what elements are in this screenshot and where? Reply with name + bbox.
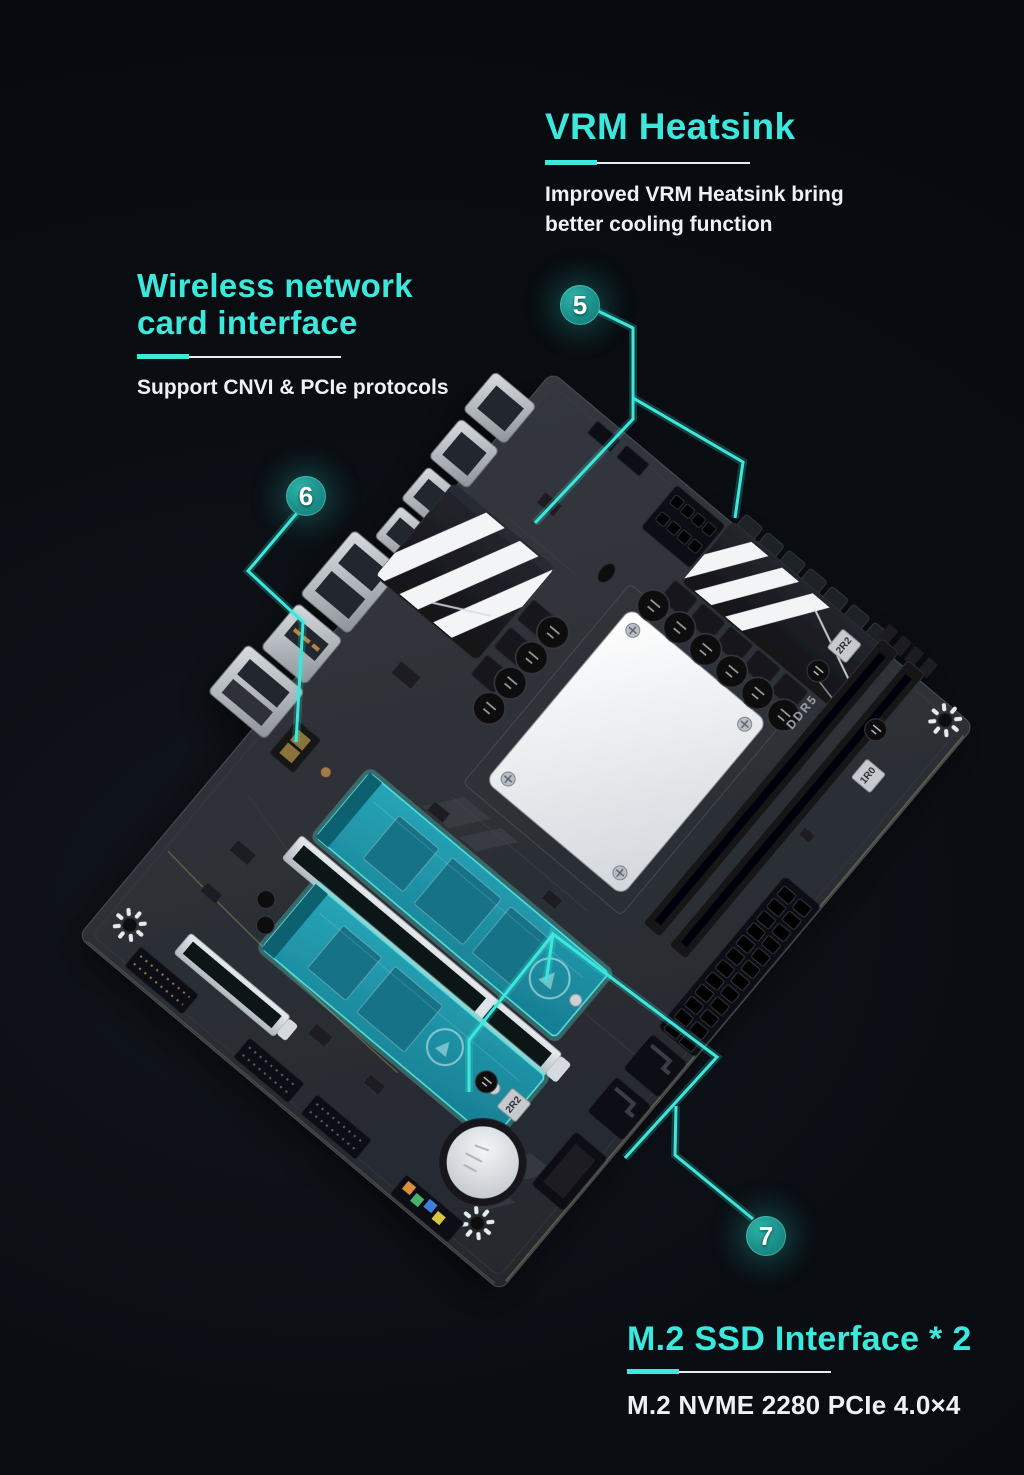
small-capacitors bbox=[255, 890, 276, 935]
callout-description: Support CNVI & PCIe protocols bbox=[137, 375, 449, 399]
pcie-latch bbox=[546, 1056, 571, 1082]
title-underline bbox=[545, 160, 750, 166]
ram-latch bbox=[878, 624, 898, 645]
motherboard: DDR5 2R2 1R0 bbox=[81, 372, 971, 1288]
io-ports bbox=[209, 372, 535, 738]
vrm-heatsink-right bbox=[681, 514, 892, 716]
title-underline bbox=[137, 353, 341, 359]
description-line: better cooling function bbox=[545, 213, 773, 237]
bottom-headers bbox=[124, 946, 464, 1243]
title-line: card interface bbox=[137, 303, 358, 341]
sata-port bbox=[624, 1034, 687, 1097]
m2-emblem bbox=[425, 1028, 464, 1067]
usb2-header bbox=[233, 1038, 305, 1103]
cmos-battery bbox=[438, 1117, 528, 1207]
callout-description: M.2 NVME 2280 PCIe 4.0×4 bbox=[627, 1390, 961, 1421]
inductor-2r2-b: 2R2 bbox=[474, 1070, 531, 1122]
m2-ssd-2 bbox=[258, 880, 549, 1145]
title-line: Wireless network bbox=[137, 267, 413, 304]
callout-line-5-left bbox=[533, 307, 635, 525]
callout-description: Improved VRM Heatsink bring better cooli… bbox=[545, 180, 965, 240]
heatsink-stripes bbox=[375, 512, 555, 638]
front-panel-header bbox=[390, 1174, 464, 1243]
usb2-header bbox=[301, 1094, 372, 1160]
m2-screw bbox=[569, 993, 583, 1007]
mounting-holes bbox=[112, 563, 963, 1241]
usb-stack bbox=[301, 531, 401, 633]
vrm-heatsink-left bbox=[375, 484, 555, 660]
underline-thin bbox=[679, 1371, 831, 1373]
underline-accent bbox=[545, 160, 597, 166]
atx-24pin-connector bbox=[659, 877, 821, 1057]
cpu-socket-cover bbox=[489, 611, 764, 892]
callout-lines bbox=[245, 307, 754, 1221]
lan-usb-block bbox=[209, 645, 304, 738]
badge-7: 7 bbox=[746, 1216, 786, 1256]
underline-thin bbox=[189, 355, 341, 358]
description-line: Improved VRM Heatsink bring bbox=[545, 183, 844, 207]
m2-emblem bbox=[528, 957, 571, 1000]
vrm-capacitors bbox=[472, 589, 801, 732]
pcie-x4-slot bbox=[174, 933, 298, 1041]
badge-5: 5 bbox=[560, 285, 600, 325]
callout-line-7-to-badge bbox=[673, 1105, 754, 1221]
ram-latch bbox=[904, 646, 924, 667]
callout-wireless-interface: Wireless network card interface Support … bbox=[137, 267, 517, 400]
underline-accent bbox=[137, 353, 189, 359]
callout-m2-ssd: M.2 SSD Interface * 2 M.2 NVME 2280 PCIe… bbox=[627, 1320, 1017, 1421]
callout-title: M.2 SSD Interface * 2 bbox=[627, 1320, 972, 1358]
callout-vrm-heatsink: VRM Heatsink Improved VRM Heatsink bring… bbox=[545, 106, 965, 240]
usb3-header bbox=[531, 1131, 607, 1211]
pcb-edge-glint-bottom bbox=[86, 940, 496, 1285]
cpu-cover-screws bbox=[500, 622, 753, 881]
wireless-card-slot bbox=[269, 720, 331, 778]
power-inductors: 2R2 1R0 bbox=[806, 629, 888, 793]
board-hole bbox=[597, 563, 616, 584]
callout-line-6 bbox=[245, 512, 305, 743]
standoff-screw bbox=[320, 767, 331, 778]
callout-line-7-tip2 bbox=[467, 933, 555, 1092]
sata-ports bbox=[588, 1034, 687, 1140]
callout-line-5-right bbox=[632, 396, 745, 519]
underline-thin bbox=[597, 162, 750, 165]
title-underline bbox=[627, 1369, 831, 1375]
callout-title: VRM Heatsink bbox=[545, 106, 796, 147]
audio-header bbox=[124, 946, 199, 1015]
underline-accent bbox=[627, 1369, 679, 1375]
eps-power-connector bbox=[641, 485, 725, 568]
callout-line-7-bracket bbox=[544, 931, 720, 1160]
sata-port bbox=[588, 1077, 651, 1140]
m2-ssd-1 bbox=[312, 769, 613, 1041]
callout-title: Wireless network card interface bbox=[137, 267, 517, 342]
small-ics bbox=[199, 491, 816, 1096]
badge-6: 6 bbox=[286, 476, 326, 516]
